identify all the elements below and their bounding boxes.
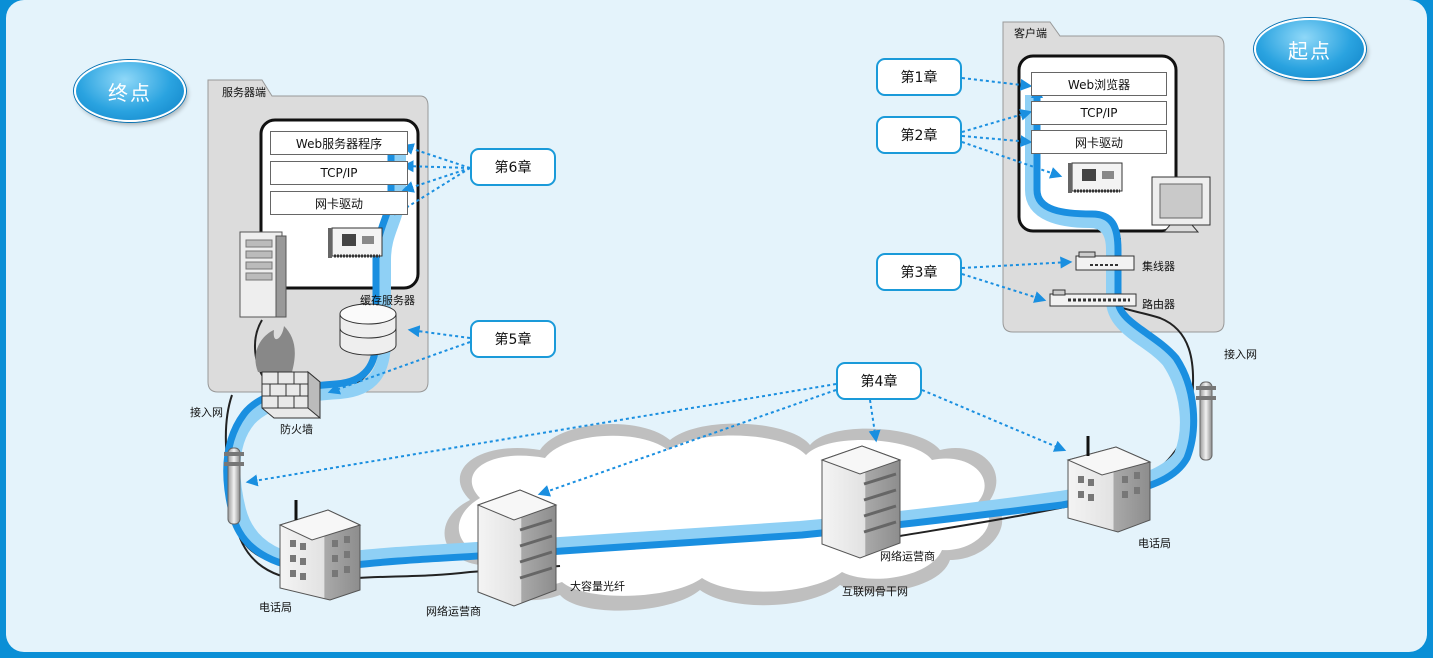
firewall-label: 防火墙 [280,423,313,436]
hub-icon [1075,251,1135,271]
server-access-network-label: 接入网 [190,406,223,419]
router-label: 路由器 [1142,298,1175,311]
utility-pole-left [224,447,244,525]
client-access-network-label: 接入网 [1224,348,1257,361]
cache-server-icon [339,303,397,356]
chapter-1-callout[interactable]: 第1章 [876,58,962,96]
hub-label: 集线器 [1142,260,1175,273]
client-layer-browser: Web浏览器 [1031,72,1167,96]
cache-server-label: 缓存服务器 [360,294,415,307]
client-panel-title: 客户端 [1014,27,1047,40]
client-nic-card-icon [1068,162,1123,193]
telecom-building-left [278,500,362,601]
start-point-bubble: 起点 [1254,18,1366,80]
client-telecom-label: 电话局 [1138,537,1171,550]
chapter-3-callout[interactable]: 第3章 [876,253,962,291]
client-layer-driver: 网卡驱动 [1031,130,1167,154]
isp-left-label: 网络运营商 [426,605,481,618]
isp-building-left [476,489,558,607]
server-layer-web: Web服务器程序 [270,131,408,155]
server-nic-card-icon [328,227,383,258]
server-layer-tcpip: TCP/IP [270,161,408,185]
server-telecom-label: 电话局 [259,601,292,614]
router-icon [1049,289,1137,307]
backbone-label: 互联网骨干网 [842,585,908,598]
isp-right-label: 网络运营商 [880,550,935,563]
server-layer-driver: 网卡驱动 [270,191,408,215]
chapter-2-callout[interactable]: 第2章 [876,116,962,154]
firewall-icon [255,326,321,420]
end-point-label: 终点 [108,80,152,105]
client-monitor-icon [1151,176,1211,233]
isp-building-right [820,445,902,559]
chapter-4-callout[interactable]: 第4章 [836,362,922,400]
fiber-label: 大容量光纤 [570,580,625,593]
server-tower-icon [239,231,287,318]
client-layer-tcpip: TCP/IP [1031,101,1167,125]
utility-pole-right [1196,381,1216,461]
end-point-bubble: 终点 [74,60,186,122]
telecom-building-right [1066,436,1152,533]
chapter-5-callout[interactable]: 第5章 [470,320,556,358]
start-point-label: 起点 [1288,38,1332,63]
chapter-6-callout[interactable]: 第6章 [470,148,556,186]
server-panel-title: 服务器端 [222,86,266,99]
